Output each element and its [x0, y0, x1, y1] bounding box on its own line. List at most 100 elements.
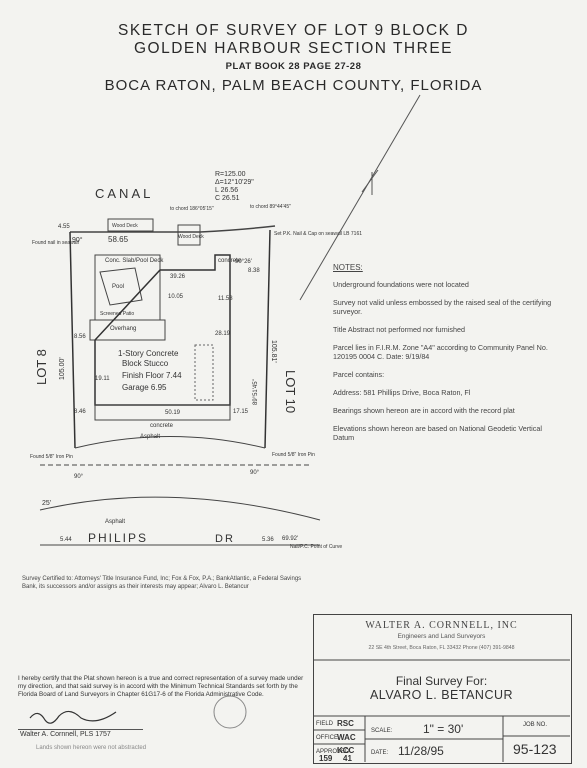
signature-line: [18, 729, 143, 730]
approved-label: APPROVED: [316, 749, 350, 755]
dim-bottom-right: 5.36: [262, 537, 274, 543]
note-item: Elevations shown hereon are based on Nat…: [333, 424, 542, 442]
dim-90: 90°: [72, 236, 83, 244]
dim-1715: 17.15: [233, 409, 249, 415]
dim-5865: 58.65: [108, 235, 129, 244]
approved-value: KCC: [337, 746, 355, 755]
final-survey-label: Final Survey For:: [395, 674, 488, 688]
seal-stamp: [213, 695, 247, 729]
garage-outline: [194, 344, 214, 401]
house-line-3: Finish Floor 7.44: [122, 371, 182, 380]
certified-to: Survey Certified to: Attorneys' Title In…: [22, 576, 302, 590]
dim-5019: 50.19: [165, 410, 181, 416]
dim-846: 8.46: [74, 409, 86, 415]
asphalt-label-1: Asphalt: [140, 434, 160, 440]
dim-838: 8.38: [248, 268, 260, 274]
job-label: JOB NO.: [523, 722, 547, 728]
title-block-grid: FIELD RSC OFFICE WAC APPROVED KCC 159 41…: [313, 659, 570, 763]
dim-1158: 11.58: [218, 296, 233, 302]
scale-label: SCALE:: [371, 728, 393, 734]
street-name-1: PHILIPS: [88, 531, 148, 545]
notes-block: NOTES: Underground foundations were not …: [333, 263, 558, 451]
job-value: 95-123: [513, 741, 557, 757]
note-item: Parcel lies in F.I.R.M. Zone "A4" accord…: [333, 343, 548, 361]
wood-deck-1: [107, 218, 154, 232]
dim-bottom-left: 5.44: [60, 537, 72, 543]
dim-9026: 90°26': [235, 259, 252, 265]
driveway-concrete: [94, 404, 231, 421]
dim-1005: 10.05: [168, 294, 184, 300]
lot-10-label: LOT 10: [283, 370, 298, 413]
title-line-1: SKETCH OF SURVEY OF LOT 9 BLOCK D: [118, 22, 469, 39]
house-line-2: Block Stucco: [122, 359, 169, 368]
title-location: BOCA RATON, PALM BEACH COUNTY, FLORIDA: [104, 77, 483, 94]
notes-heading: NOTES:: [333, 263, 363, 272]
note-item: Underground foundations were not located: [333, 280, 469, 289]
wood-deck-label-1: Wood Deck: [112, 223, 138, 229]
dim-3926: 39.26: [170, 274, 186, 280]
north-arrow-icon: [299, 94, 421, 301]
title-plat-book: PLAT BOOK 28 PAGE 27-28: [225, 61, 362, 72]
signature-scribble: [29, 710, 117, 724]
dim-bottom-arc: 69.92': [282, 536, 298, 542]
firm-subtitle: Engineers and Land Surveyors: [397, 633, 486, 640]
canal-label: CANAL: [95, 186, 153, 201]
asphalt-label-2: Asphalt: [105, 519, 125, 525]
curve-r: R=125.00: [215, 171, 246, 178]
slab-label: Conc. Slab/Pool Deck: [105, 258, 164, 264]
office-label: OFFICE: [316, 735, 338, 741]
wood-deck-label-2: Wood Deck: [178, 234, 204, 240]
dim-455: 4.55: [58, 224, 70, 230]
date-value: 11/28/95: [398, 744, 444, 758]
office-value: WAC: [337, 733, 356, 742]
overhang-label: Overhang: [110, 326, 136, 332]
house-line-4: Garage 6.95: [122, 383, 167, 392]
note-item: Survey not valid unless embossed by the …: [333, 298, 552, 316]
curve-delta: Δ=12°10'29": [215, 178, 254, 186]
overhang-outline: [89, 319, 166, 341]
date-label: DATE:: [371, 750, 389, 756]
found-nail-label: Found nail in seawall: [32, 240, 79, 246]
firm-name: WALTER A. CORNNELL, INC: [365, 620, 518, 631]
lot-boundary: [69, 229, 271, 449]
dim-856: 8.56: [74, 334, 86, 340]
surveyor-certification: I hereby certify that the Plat shown her…: [18, 675, 304, 698]
found-iron-left: Found 5/8" Iron Pin: [30, 454, 73, 460]
dim-90c: 90°: [250, 470, 260, 476]
dim-1911: 19.11: [95, 376, 110, 382]
client-name: ALVARO L. BETANCUR: [369, 688, 514, 702]
note-item: Title Abstract not performed nor furnish…: [333, 325, 465, 334]
lands-note: Lands shown hereon were not abstracted: [36, 745, 147, 751]
dim-90b: 90°: [74, 474, 84, 480]
chord-bearing-2: to chord 89°44'45": [250, 204, 291, 210]
street-name-2: DR: [215, 533, 235, 545]
field-book: 159: [319, 754, 333, 763]
note-item: Bearings shown hereon are in accord with…: [333, 406, 515, 415]
screened-label: Screened Patio: [100, 311, 134, 317]
asphalt-edge: [39, 496, 321, 521]
seawall-line: [70, 225, 276, 233]
chord-bearing-1: to chord 186°05'15": [170, 206, 214, 212]
scale-value: 1" = 30': [423, 722, 463, 736]
dim-105-left: 105.00': [59, 357, 66, 380]
title-line-2: GOLDEN HARBOUR SECTION THREE: [133, 40, 454, 57]
field-label: FIELD: [316, 721, 334, 727]
curve-c: C 26.51: [215, 195, 240, 202]
house-line-1: 1-Story Concrete: [118, 349, 179, 358]
concrete-top: concrete: [218, 258, 242, 264]
title-block: [313, 614, 572, 764]
curve-l: L 26.56: [215, 187, 238, 194]
field-value: RSC: [337, 719, 354, 728]
wood-deck-2: [177, 224, 201, 246]
dim-2819: 28.19: [215, 331, 231, 337]
surveyor-name: Walter A. Cornnell, PLS 1757: [20, 731, 111, 738]
dim-105-right: 105.81': [270, 340, 277, 363]
dim-25: 25': [42, 500, 51, 507]
pool-label: Pool: [112, 284, 124, 290]
pool-outline: [99, 267, 143, 306]
pc-label: Nail/P.C. Point of Curve: [290, 544, 342, 550]
firm-address: 22 SE 4th Street, Boca Raton, FL 33432 P…: [368, 645, 515, 651]
dim-long-right: 89°51'45": [253, 379, 259, 405]
found-iron-right: Found 5/8" Iron Pin: [272, 452, 315, 458]
